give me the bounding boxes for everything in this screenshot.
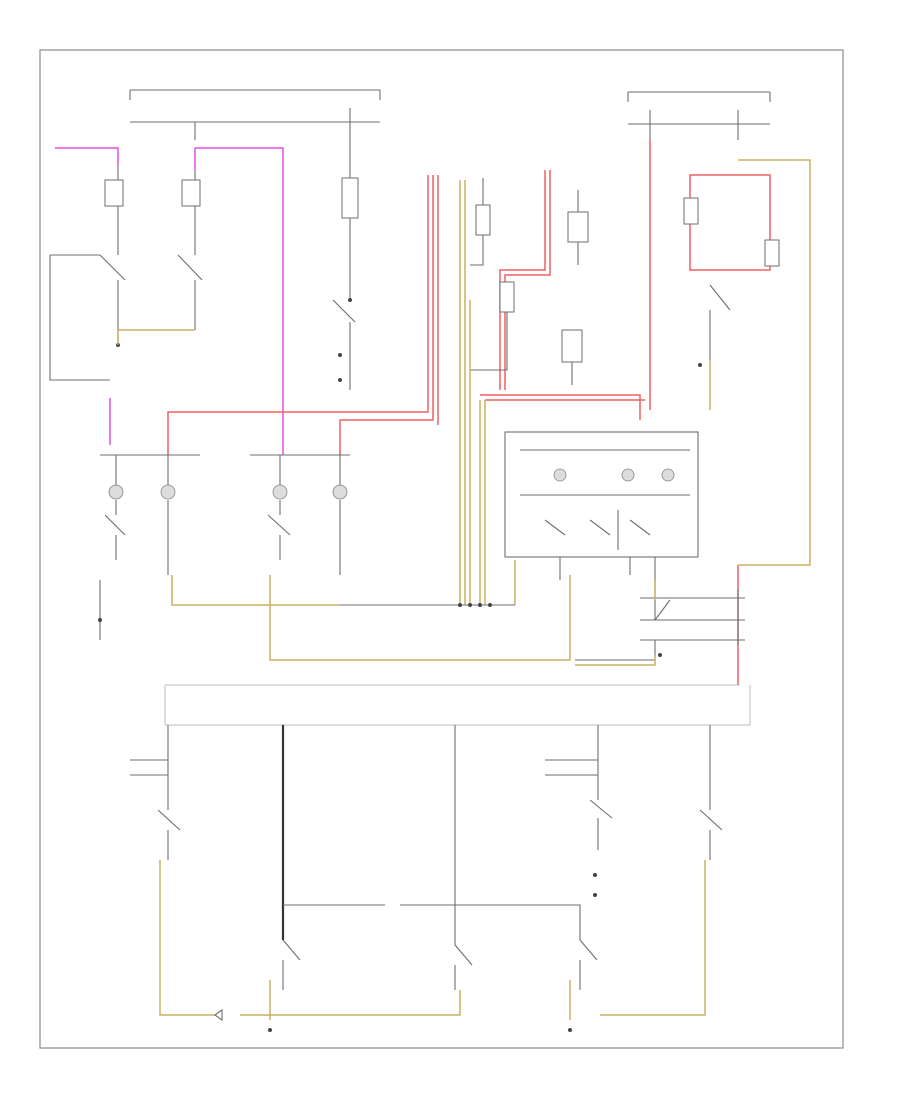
bottom-door-switches [130,725,723,1032]
red-wire-group [167,140,771,685]
bottom-bus [164,684,751,726]
yellow-wire-middle [171,575,340,606]
control-module [504,431,699,620]
yellow-wire-bottom [159,860,215,1016]
center-lamps [470,178,589,385]
center-ignition-switch [332,140,359,390]
front-door-lamps [98,454,350,640]
fuse-block-right [627,91,771,140]
right-top-switches [683,197,780,367]
right-relay [575,590,745,661]
yellow-wire-left-top [117,329,195,345]
fuse-block-left [129,89,381,140]
left-switch-cluster [49,165,203,381]
pink-wire-group [55,147,284,455]
diagram-frame [39,49,844,1049]
lamp-left-2 [181,179,201,207]
yellow-wire-right-upper [738,159,811,566]
lamp-left-1 [104,179,124,207]
